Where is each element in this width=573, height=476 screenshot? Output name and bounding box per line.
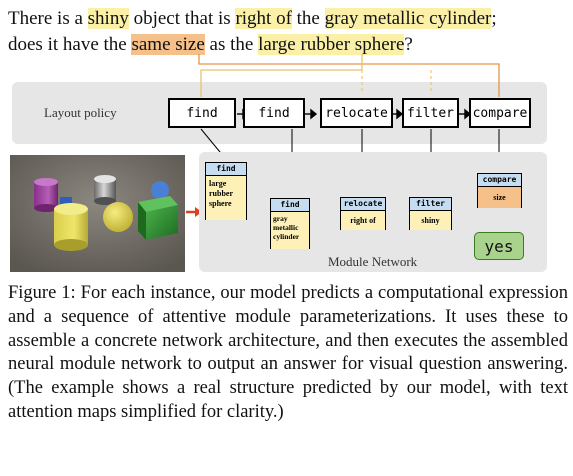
module-find-2-text: gray metallic cylinder bbox=[271, 212, 309, 249]
module-relocate: relocate right of bbox=[340, 197, 386, 230]
module-find-1: find large rubber sphere bbox=[205, 162, 247, 220]
highlight-gray-metallic-cylinder: gray metallic cylinder bbox=[324, 8, 492, 29]
arrow-image-head bbox=[195, 207, 202, 217]
scene-image bbox=[10, 155, 185, 272]
module-compare: compare size bbox=[477, 173, 522, 208]
answer-badge: yes bbox=[474, 232, 524, 260]
question-seg: There is a bbox=[8, 8, 88, 29]
connector-sphere bbox=[200, 54, 363, 97]
module-compare-text: size bbox=[478, 187, 521, 208]
highlight-large-rubber-sphere: large rubber sphere bbox=[258, 34, 405, 55]
connector-same-size bbox=[198, 54, 500, 97]
module-relocate-text: right of bbox=[341, 211, 385, 230]
layout-find-2: find bbox=[243, 98, 305, 128]
figure-caption: Figure 1: For each instance, our model p… bbox=[8, 283, 568, 422]
highlight-shiny: shiny bbox=[87, 8, 129, 29]
module-find-2: find gray metallic cylinder bbox=[270, 198, 310, 249]
highlight-same-size: same size bbox=[131, 34, 205, 55]
module-find-1-text: large rubber sphere bbox=[206, 176, 246, 220]
question-seg: does it have the bbox=[8, 34, 132, 55]
module-find-2-title: find bbox=[271, 199, 309, 212]
question-seg: the bbox=[291, 8, 325, 29]
question-seg: object that is bbox=[128, 8, 236, 29]
module-filter-text: shiny bbox=[410, 211, 451, 230]
highlight-right-of: right of bbox=[235, 8, 292, 29]
module-find-1-title: find bbox=[206, 163, 246, 176]
scene-drawing bbox=[10, 155, 185, 272]
layout-relocate: relocate bbox=[320, 98, 393, 128]
layout-compare: compare bbox=[469, 98, 531, 128]
module-relocate-title: relocate bbox=[341, 198, 385, 211]
module-compare-title: compare bbox=[478, 174, 521, 187]
layout-filter: filter bbox=[402, 98, 459, 128]
module-filter-title: filter bbox=[410, 198, 451, 211]
question-text: There is a shiny object that is right of… bbox=[8, 6, 568, 58]
question-seg: ? bbox=[404, 34, 413, 55]
question-seg: ; bbox=[491, 8, 497, 29]
layout-policy-label: Layout policy bbox=[44, 105, 117, 120]
module-filter: filter shiny bbox=[409, 197, 452, 230]
module-network-label: Module Network bbox=[328, 254, 418, 269]
question-seg: as the bbox=[204, 34, 259, 55]
layout-find-1: find bbox=[168, 98, 236, 128]
